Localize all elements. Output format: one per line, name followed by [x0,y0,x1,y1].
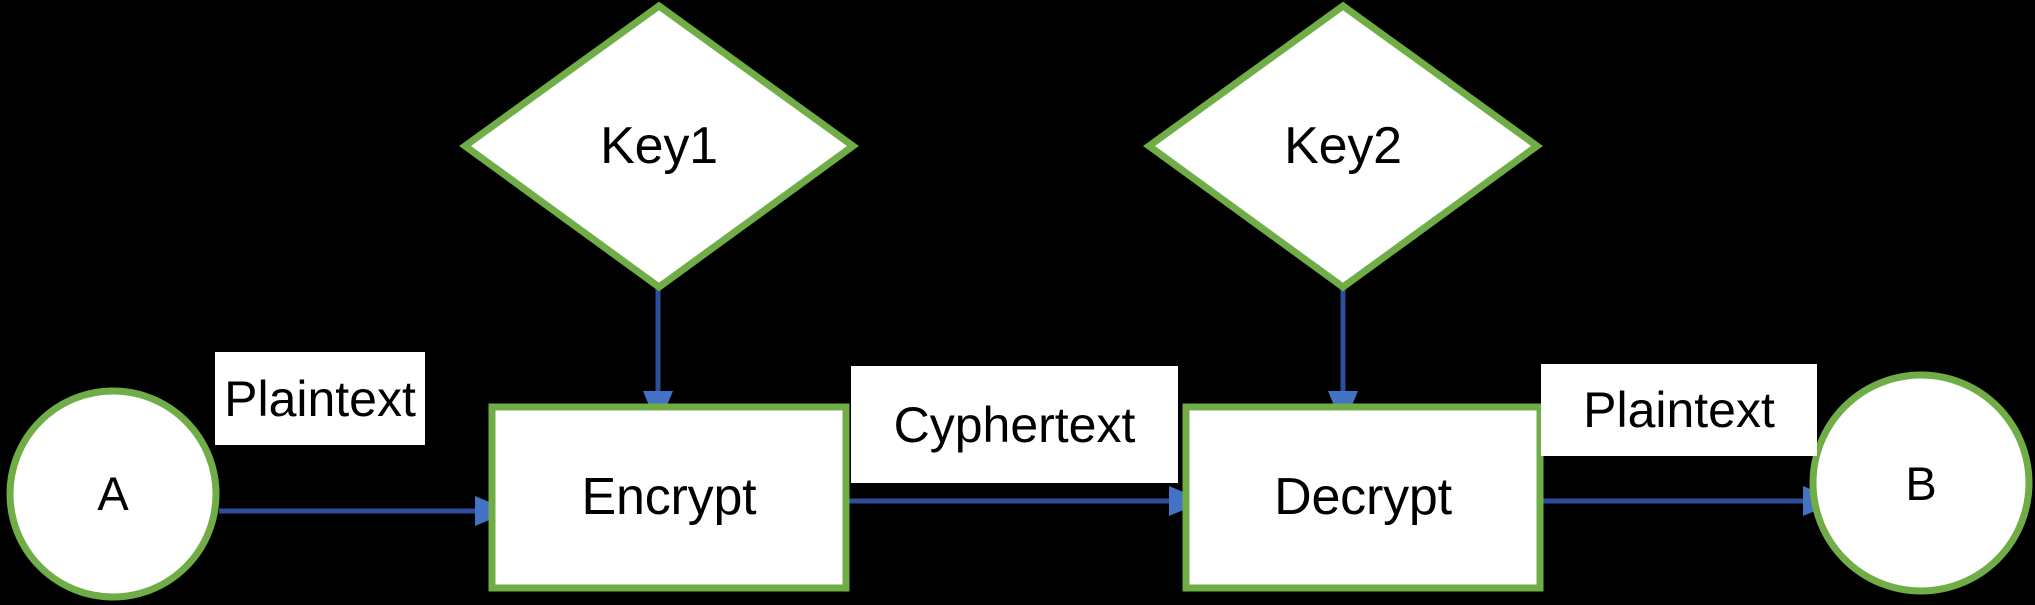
node-key1-diamond[interactable] [459,1,859,292]
edge-label-cyphertext: Cyphertext [851,366,1178,483]
node-decrypt-rect[interactable] [1182,403,1544,592]
node-receiver-circle[interactable] [1809,371,2033,595]
edge-label-plaintext-out: Plaintext [1541,364,1817,456]
node-key2-diamond[interactable] [1143,1,1543,292]
node-encrypt-rect[interactable] [488,403,850,592]
node-sender-circle[interactable] [6,387,220,601]
edge-label-plaintext-in: Plaintext [215,352,425,445]
